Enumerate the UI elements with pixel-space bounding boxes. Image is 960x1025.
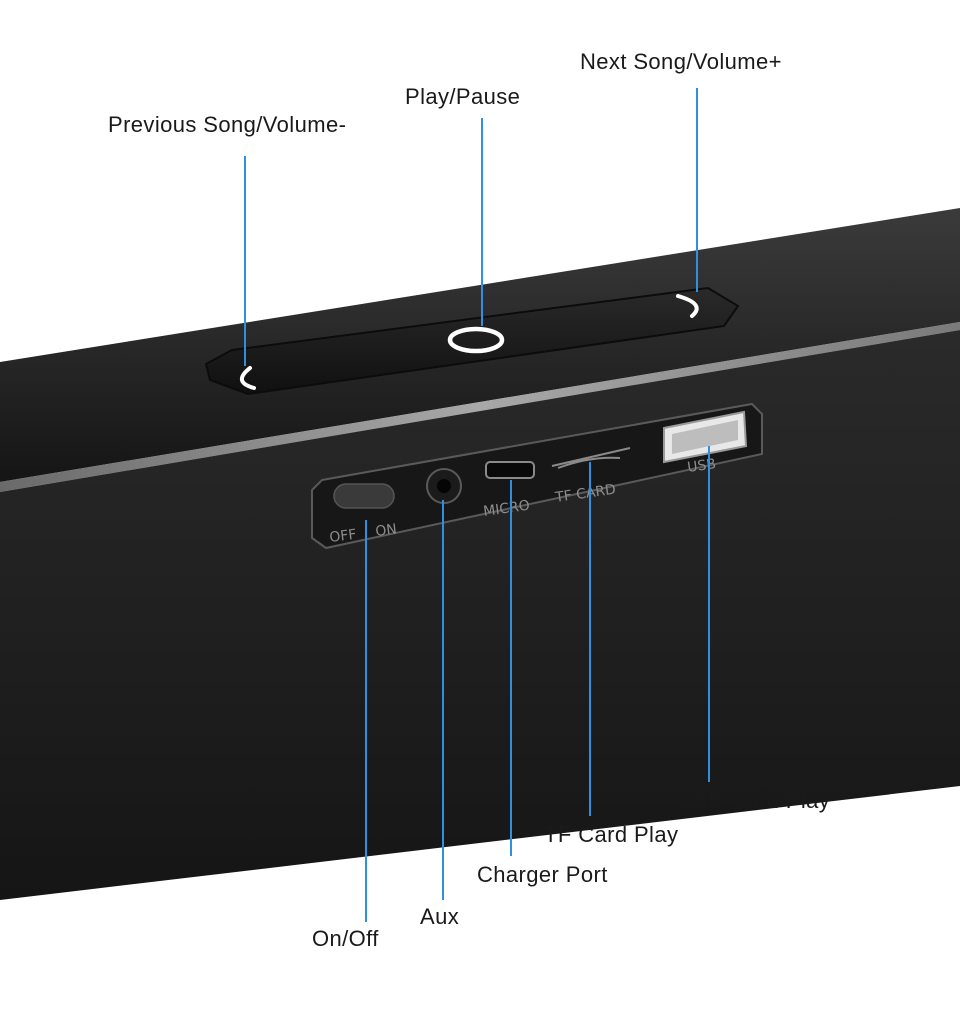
power-switch[interactable] <box>333 483 395 509</box>
speaker-front-face <box>0 330 960 900</box>
aux-label: Aux <box>420 904 460 929</box>
speaker-edge-highlight <box>0 322 960 492</box>
previous-button-icon[interactable] <box>240 366 256 390</box>
on-text: ON <box>375 521 398 540</box>
play-pause-button-icon[interactable] <box>447 326 505 354</box>
micro-text: MICRO <box>482 498 531 520</box>
next-button-icon[interactable] <box>676 294 699 318</box>
port-panel <box>311 402 763 550</box>
charger-port-label: Charger Port <box>477 862 608 887</box>
next-song-label: Next Song/Volume+ <box>580 49 782 74</box>
previous-song-label: Previous Song/Volume- <box>108 112 347 137</box>
on-off-label: On/Off <box>312 926 379 951</box>
play-pause-label: Play/Pause <box>405 84 521 109</box>
micro-usb-port[interactable] <box>485 461 535 479</box>
off-text: OFF <box>329 527 358 546</box>
usb-card-play-label: USB Card Play <box>677 788 831 813</box>
tf-card-slot[interactable] <box>551 447 631 469</box>
tf-card-play-label: TF Card Play <box>544 822 679 847</box>
control-pill <box>204 286 740 396</box>
